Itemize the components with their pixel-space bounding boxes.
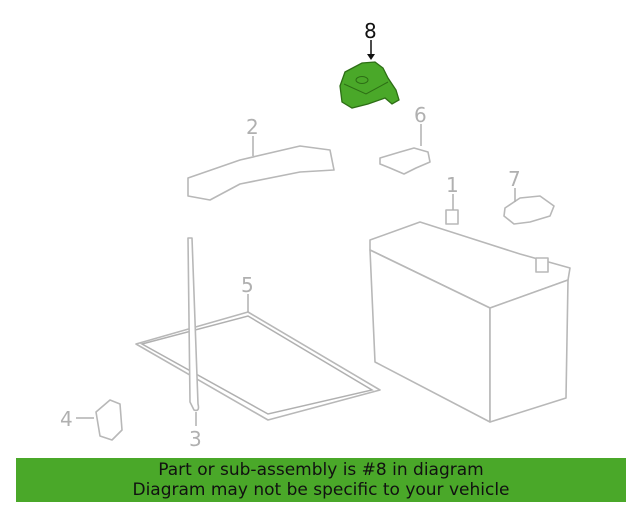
- part-2[interactable]: [187, 145, 335, 201]
- info-banner: Part or sub-assembly is #8 in diagram Di…: [16, 458, 626, 502]
- callout-3[interactable]: 3: [189, 427, 202, 451]
- callout-1[interactable]: 1: [446, 173, 459, 197]
- banner-part-line: Part or sub-assembly is #8 in diagram: [158, 460, 484, 480]
- part-6[interactable]: [379, 147, 431, 175]
- callout-8[interactable]: 8: [364, 19, 377, 43]
- part-7[interactable]: [503, 195, 555, 225]
- callout-6[interactable]: 6: [414, 103, 427, 127]
- part-4[interactable]: [95, 399, 123, 441]
- callout-7[interactable]: 7: [508, 167, 521, 191]
- callout-2[interactable]: 2: [246, 115, 259, 139]
- part-1-battery[interactable]: [369, 209, 571, 423]
- part-3[interactable]: [187, 237, 200, 412]
- part-8-highlighted[interactable]: [339, 61, 400, 109]
- banner-disclaimer-line: Diagram may not be specific to your vehi…: [132, 480, 510, 500]
- part-5[interactable]: [135, 311, 381, 421]
- callout-5[interactable]: 5: [241, 273, 254, 297]
- callout-4[interactable]: 4: [60, 407, 73, 431]
